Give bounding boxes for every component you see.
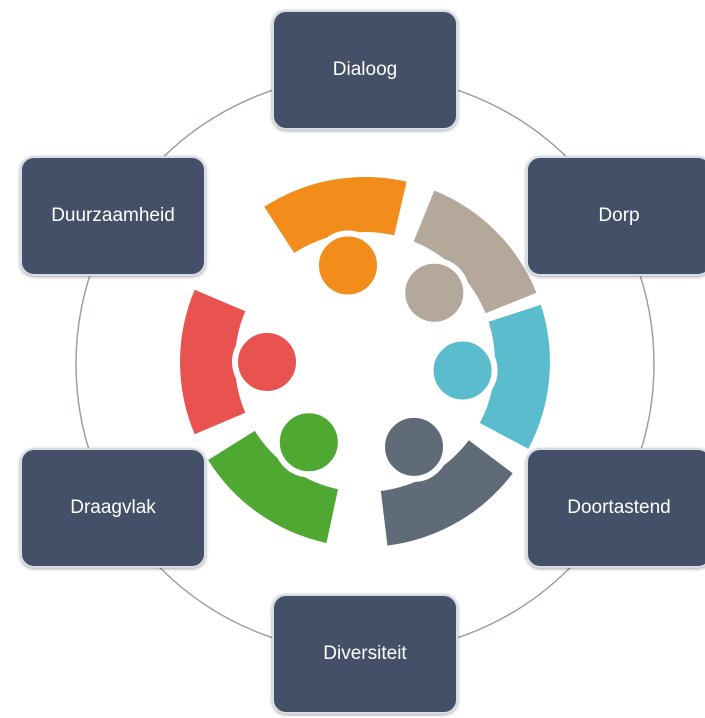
person-taupe-head (399, 257, 470, 328)
person-red-head (232, 327, 302, 397)
person-green-body (208, 430, 338, 543)
person-teal-head (427, 335, 498, 406)
person-taupe (399, 190, 537, 328)
person-slate (379, 411, 513, 546)
label-dorp: Dorp (598, 205, 640, 226)
person-orange (264, 176, 407, 301)
person-slate-body (380, 440, 513, 546)
person-green-head (273, 407, 344, 478)
person-red-body (179, 289, 246, 435)
label-box-duurzaamheid: Duurzaamheid (20, 156, 206, 276)
person-red (179, 289, 302, 435)
label-box-diversiteit: Diversiteit (272, 594, 458, 714)
label-diversiteit: Diversiteit (323, 643, 407, 664)
person-taupe-body (413, 190, 537, 314)
person-orange-head (313, 230, 383, 301)
person-slate-head (379, 411, 449, 482)
label-box-dialoog: Dialoog (272, 10, 458, 130)
person-teal-body (479, 304, 550, 449)
label-box-dorp: Dorp (526, 156, 705, 276)
label-dialoog: Dialoog (332, 59, 398, 80)
person-orange-body (264, 176, 407, 253)
label-box-doortastend: Doortastend (526, 448, 705, 568)
label-doortastend: Doortastend (567, 497, 671, 518)
person-teal (427, 304, 550, 449)
label-box-draagvlak: Draagvlak (20, 448, 206, 568)
person-green (208, 407, 344, 543)
label-draagvlak: Draagvlak (70, 497, 156, 518)
label-duurzaamheid: Duurzaamheid (51, 205, 175, 226)
